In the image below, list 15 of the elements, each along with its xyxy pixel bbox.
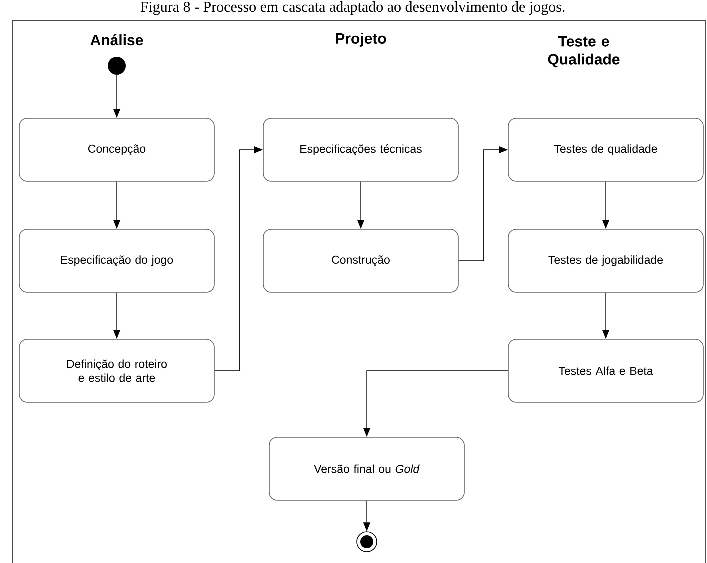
start-dot bbox=[108, 57, 126, 75]
process-box: Construção bbox=[263, 229, 459, 293]
end-dot bbox=[356, 532, 378, 552]
process-box: Testes de jogabilidade bbox=[508, 229, 704, 293]
process-box: Versão final ou Gold bbox=[269, 437, 465, 501]
column-heading: Projeto bbox=[336, 33, 386, 47]
process-box: Testes de qualidade bbox=[508, 118, 704, 182]
process-box: Especificações técnicas bbox=[263, 118, 459, 182]
process-box: Concepção bbox=[19, 118, 215, 182]
process-box: Especificação do jogo bbox=[19, 229, 215, 293]
process-box: Definição do roteiro e estilo de arte bbox=[19, 339, 215, 403]
process-box: Testes Alfa e Beta bbox=[508, 339, 704, 403]
caption: Figura 8 - Processo em cascata adaptado ao desenvolvimento de jogos. bbox=[140, 2, 565, 16]
column-heading: Teste e Qualidade bbox=[548, 36, 620, 68]
column-heading: Análise bbox=[90, 34, 144, 46]
